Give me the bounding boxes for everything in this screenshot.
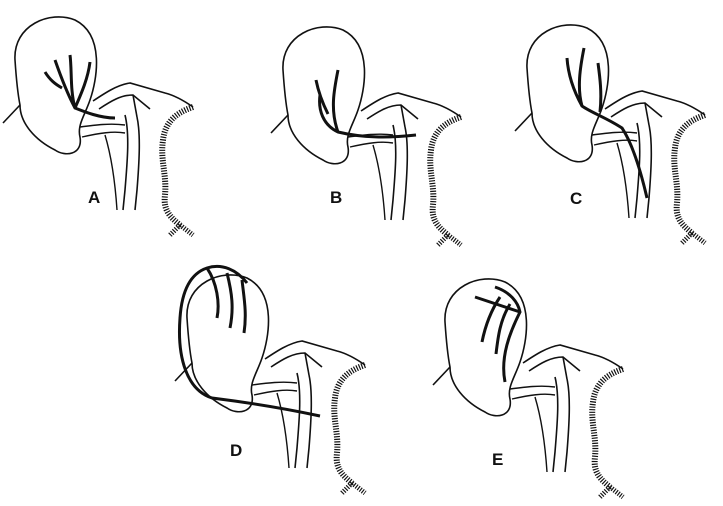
panel-c: C <box>515 25 705 243</box>
panel-label-e: E <box>492 450 503 469</box>
panel-label-a: A <box>88 188 100 207</box>
panel-e: E <box>433 279 623 497</box>
panel-label-b: B <box>330 188 342 207</box>
panel-a: A <box>3 17 193 235</box>
panel-b: B <box>271 27 461 245</box>
panel-label-c: C <box>570 189 582 208</box>
panel-d: D <box>175 266 365 493</box>
panel-label-d: D <box>230 441 242 460</box>
